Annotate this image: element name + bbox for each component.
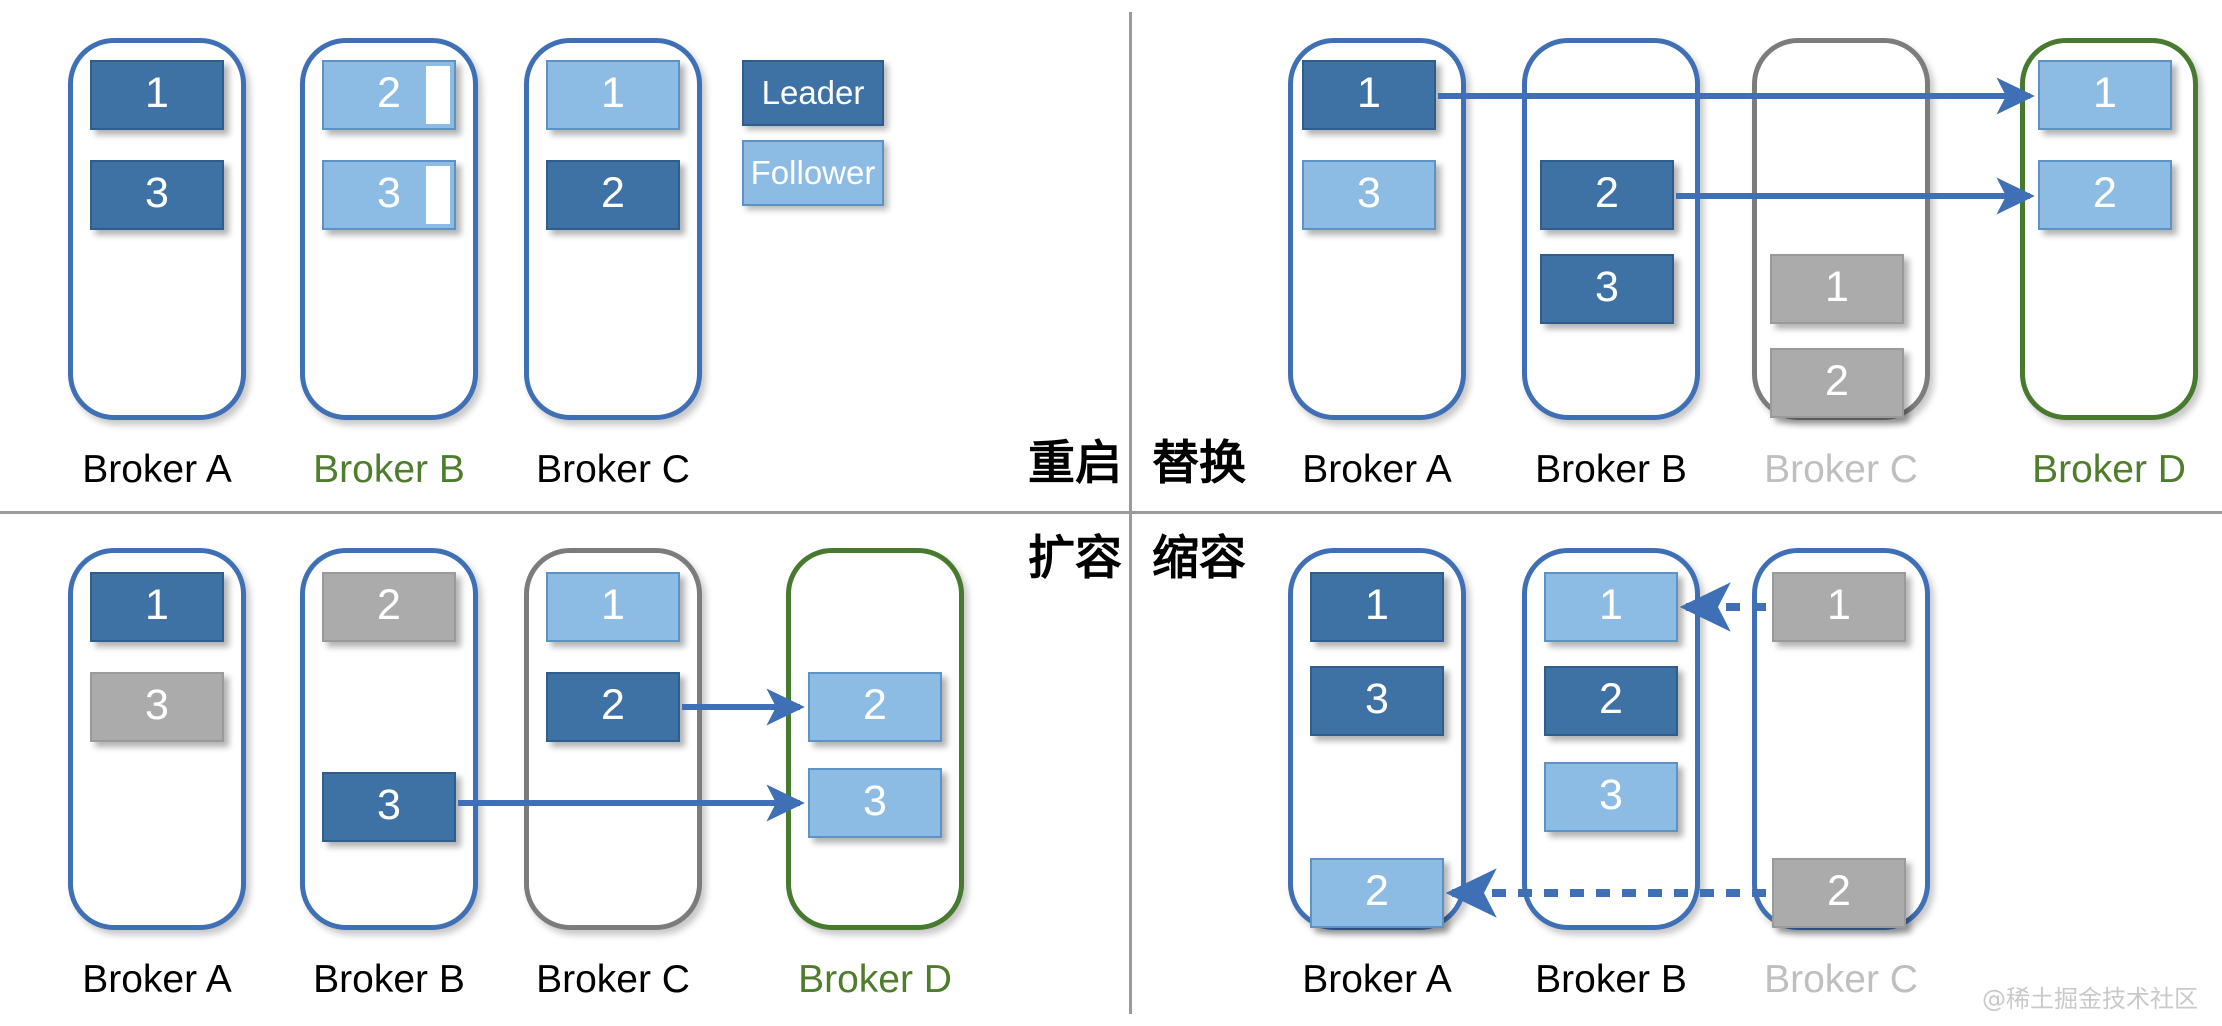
broker-label: Broker A: [1302, 958, 1452, 1001]
partition-box: 2: [322, 60, 456, 130]
partition-id: 1: [2093, 69, 2117, 117]
partition-id: 2: [1365, 867, 1389, 915]
legend-follower-label: Follower: [750, 154, 876, 191]
partition-box: 1: [90, 572, 224, 642]
partition-box: 3: [90, 672, 224, 742]
partition-id: 2: [1827, 867, 1851, 915]
legend-follower-chip: Follower: [742, 140, 884, 206]
partition-id: 1: [601, 581, 625, 629]
broker-label: Broker B: [313, 448, 465, 491]
broker-label: Broker A: [82, 448, 232, 491]
broker-label: Broker A: [1302, 448, 1452, 491]
partition-id: 3: [1595, 263, 1619, 311]
op-label-replace: 替换: [1152, 436, 1246, 491]
partition-id: 3: [1365, 675, 1389, 723]
partition-id: 1: [1599, 581, 1623, 629]
legend-leader-chip: Leader: [742, 60, 884, 126]
partition-box: 2: [1540, 160, 1674, 230]
partition-id: 2: [1599, 675, 1623, 723]
partition-box: 2: [322, 572, 456, 642]
partition-id: 1: [601, 69, 625, 117]
broker-label: Broker B: [1535, 448, 1687, 491]
broker-label: Broker C: [1764, 448, 1918, 491]
broker-label: Broker C: [536, 958, 690, 1001]
broker-label: Broker B: [1535, 958, 1687, 1001]
partition-box: 1: [1544, 572, 1678, 642]
partition-id: 3: [863, 777, 887, 825]
partition-box: 2: [808, 672, 942, 742]
partition-box: 3: [90, 160, 224, 230]
partition-box: 1: [546, 572, 680, 642]
partition-id: 2: [863, 681, 887, 729]
partition-box: 2: [546, 160, 680, 230]
op-label-restart: 重启: [1028, 436, 1122, 491]
partition-id: 3: [1357, 169, 1381, 217]
broker-label: Broker C: [1764, 958, 1918, 1001]
partition-id: 2: [601, 169, 625, 217]
partition-box: 3: [1544, 762, 1678, 832]
partition-id: 1: [145, 69, 169, 117]
partition-id: 2: [601, 681, 625, 729]
sync-sliver: [426, 166, 450, 224]
partition-id: 2: [1825, 357, 1849, 405]
op-label-scaleup: 扩容: [1028, 531, 1122, 586]
broker-label: Broker C: [536, 448, 690, 491]
legend-leader-label: Leader: [761, 74, 865, 111]
partition-box: 3: [322, 160, 456, 230]
op-label-scaledown: 缩容: [1152, 531, 1246, 586]
partition-id: 2: [377, 581, 401, 629]
partition-box: 3: [1302, 160, 1436, 230]
partition-id: 3: [145, 169, 169, 217]
partition-box: 1: [1770, 254, 1904, 324]
partition-id: 3: [377, 169, 401, 217]
partition-id: 3: [145, 681, 169, 729]
partition-box: 2: [1544, 666, 1678, 736]
partition-box: 1: [90, 60, 224, 130]
partition-box: 1: [1772, 572, 1906, 642]
partition-id: 2: [1595, 169, 1619, 217]
partition-box: 2: [546, 672, 680, 742]
horizontal-divider: [0, 511, 2222, 514]
partition-id: 1: [1827, 581, 1851, 629]
partition-id: 1: [1825, 263, 1849, 311]
partition-box: 3: [322, 772, 456, 842]
broker-label: Broker A: [82, 958, 232, 1001]
partition-id: 2: [377, 69, 401, 117]
sync-sliver: [426, 66, 450, 124]
partition-box: 2: [1772, 858, 1906, 928]
partition-id: 2: [2093, 169, 2117, 217]
partition-id: 1: [1365, 581, 1389, 629]
partition-box: 3: [1540, 254, 1674, 324]
partition-box: 2: [1770, 348, 1904, 418]
partition-box: 1: [2038, 60, 2172, 130]
watermark: @稀土掘金技术社区: [1982, 985, 2198, 1013]
partition-box: 1: [1302, 60, 1436, 130]
partition-box: 3: [808, 768, 942, 838]
partition-box: 1: [1310, 572, 1444, 642]
partition-box: 3: [1310, 666, 1444, 736]
partition-box: 1: [546, 60, 680, 130]
broker-label: Broker B: [313, 958, 465, 1001]
partition-box: 2: [2038, 160, 2172, 230]
broker-label: Broker D: [2032, 448, 2186, 491]
partition-id: 1: [1357, 69, 1381, 117]
broker-label: Broker D: [798, 958, 952, 1001]
partition-box: 2: [1310, 858, 1444, 928]
partition-id: 3: [377, 781, 401, 829]
partition-id: 3: [1599, 771, 1623, 819]
partition-id: 1: [145, 581, 169, 629]
